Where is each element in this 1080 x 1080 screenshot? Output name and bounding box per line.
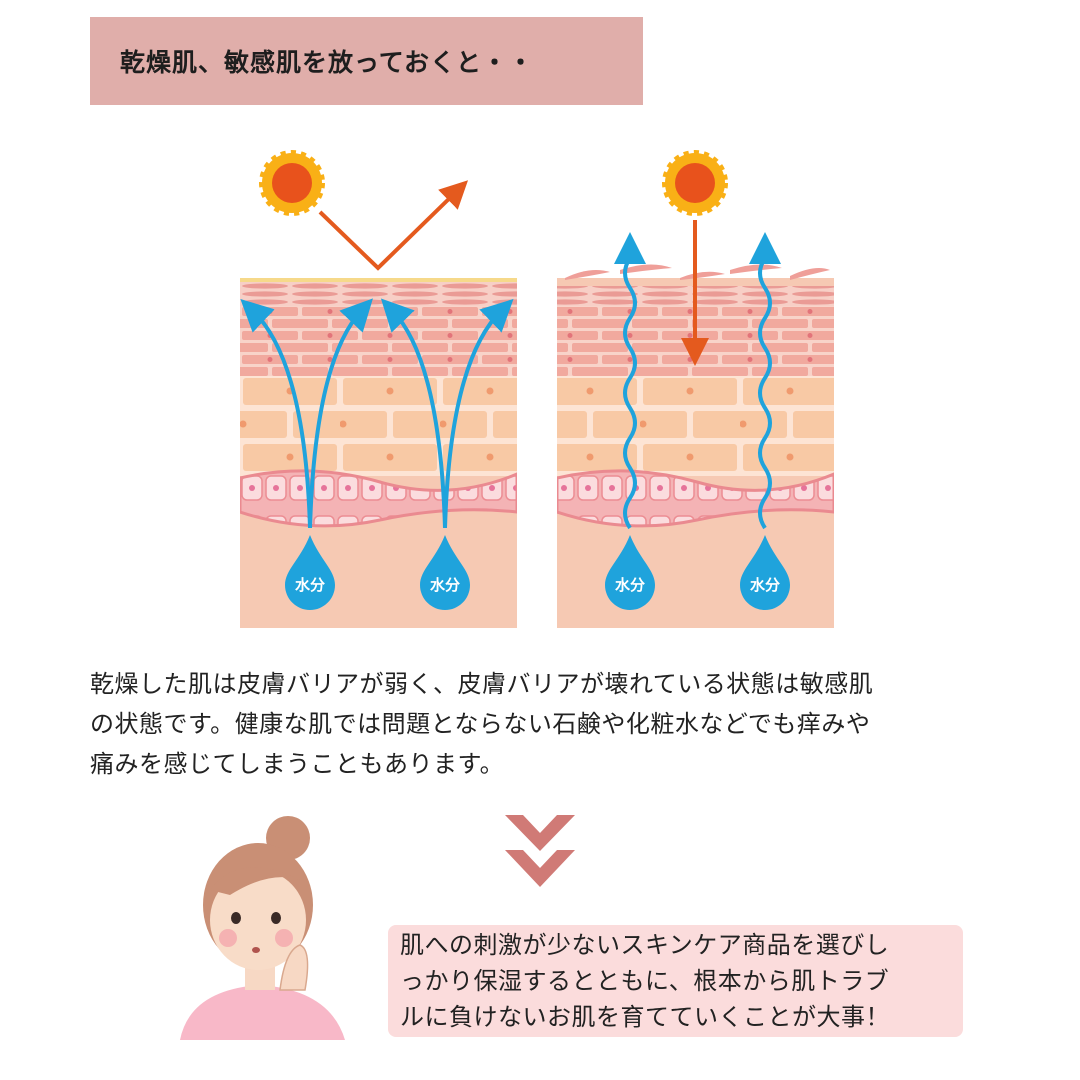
advice-callout: 肌への刺激が少ないスキンケア商品を選びし っかり保湿するとともに、根本から肌トラ… — [388, 925, 963, 1037]
water-drop-icon: 水分 — [605, 535, 655, 610]
sun-icon — [662, 150, 728, 216]
water-arrows-reflected — [240, 298, 514, 529]
healthy-skin-panel — [240, 278, 517, 628]
water-drop-label: 水分 — [430, 576, 460, 594]
explanation-paragraph: 乾燥した肌は皮膚バリアが弱く、皮膚バリアが壊れている状態は敏感肌 の状態です。健… — [90, 664, 990, 784]
callout-line: 肌への刺激が少ないスキンケア商品を選びし — [400, 931, 890, 959]
worried-woman-illustration — [180, 816, 345, 1040]
callout-line: ルに負けないお肌を育てていくことが大事！ — [400, 1003, 890, 1031]
water-drop-icon: 水分 — [285, 535, 335, 610]
title-banner: 乾燥肌、敏感肌を放っておくと・・ — [90, 17, 643, 105]
water-drop-icon: 水分 — [740, 535, 790, 610]
lifted-scales — [565, 264, 830, 280]
water-drop-label: 水分 — [295, 576, 325, 594]
paragraph-line: 乾燥した肌は皮膚バリアが弱く、皮膚バリアが壊れている状態は敏感肌 — [90, 670, 874, 698]
sun-icon — [259, 150, 325, 216]
uv-reflect-arrow — [318, 180, 469, 271]
water-drop-label: 水分 — [615, 576, 645, 594]
paragraph-line: 痛みを感じてしまうこともあります。 — [90, 750, 505, 778]
page-title: 乾燥肌、敏感肌を放っておくと・・ — [120, 48, 535, 77]
callout-line: っかり保湿するとともに、根本から肌トラブ — [400, 967, 890, 995]
paragraph-line: の状態です。健康な肌では問題とならない石鹸や化粧水などでも痒みや — [90, 710, 871, 738]
chevron-down-icon — [505, 815, 575, 887]
water-drop-icon: 水分 — [420, 535, 470, 610]
water-drop-label: 水分 — [750, 576, 780, 594]
water-escape-arrows — [614, 232, 781, 530]
damaged-skin-panel — [557, 278, 834, 628]
